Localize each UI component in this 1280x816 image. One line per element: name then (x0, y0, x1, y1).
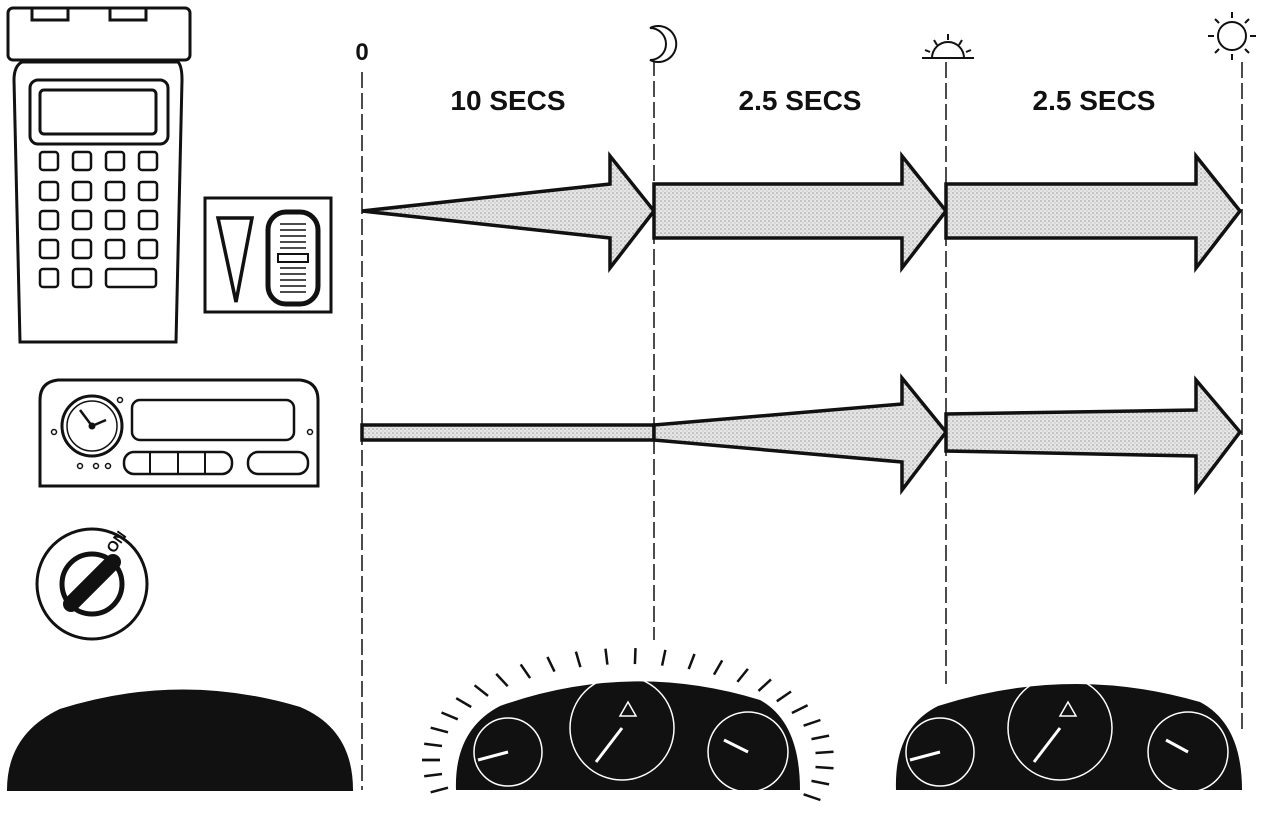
instrument-panel-dimmed (422, 648, 834, 802)
glow-ray (687, 653, 696, 670)
warning-triangle-icon (618, 700, 638, 717)
glow-ray (424, 772, 443, 778)
glow-ray (455, 697, 472, 709)
glow-ray (803, 718, 821, 727)
segment-3-duration: 2.5 SECS (1033, 85, 1156, 116)
upper-arrow-hold-1 (652, 151, 949, 274)
glow-ray (495, 673, 509, 688)
glow-rays (422, 648, 834, 802)
warning-triangle-icon (1058, 700, 1078, 717)
instrument-panel-bright (895, 675, 1242, 793)
glow-ray (430, 786, 449, 794)
glow-ray (815, 750, 834, 755)
segment-1-duration: 10 SECS (450, 85, 565, 116)
timeline-start-label: 0 (355, 39, 368, 66)
diagnostic-tester-icon (6, 6, 192, 344)
glow-ray (803, 793, 821, 802)
glow-ray (633, 648, 637, 665)
upper-arrow-hold-2 (944, 151, 1243, 274)
lower-arrow-hold (944, 375, 1243, 496)
dimmer-control-icon (203, 196, 333, 314)
glow-ray (604, 648, 609, 665)
sun-icon (1208, 12, 1256, 60)
glow-ray (736, 668, 749, 683)
glow-ray (441, 711, 459, 721)
glow-ray (546, 656, 556, 673)
glow-ray (424, 742, 443, 748)
moon-icon (649, 25, 678, 63)
glow-ray (712, 659, 724, 676)
sunrise-icon (922, 34, 974, 59)
radio-clock-unit-icon (38, 378, 320, 488)
segment-2-duration: 2.5 SECS (739, 85, 862, 116)
glow-ray (815, 765, 834, 770)
glow-ray (791, 704, 809, 715)
upper-arrow-ramp (361, 151, 657, 274)
glow-ray (776, 690, 792, 703)
glow-ray (811, 779, 830, 786)
glow-ray (811, 734, 830, 741)
glow-ray (430, 726, 449, 734)
glow-ray (757, 678, 772, 692)
lower-arrow-ramp (652, 373, 949, 496)
ignition-switch-icon: ON (35, 527, 149, 641)
glow-ray (473, 684, 489, 697)
lower-arrow-flat (360, 423, 656, 442)
instrument-panel-off (6, 689, 354, 791)
glow-ray (519, 663, 532, 679)
glow-ray (574, 651, 582, 668)
lower-arrow-track (360, 373, 1243, 496)
glow-ray (660, 649, 667, 666)
upper-arrow-track (361, 151, 1243, 274)
